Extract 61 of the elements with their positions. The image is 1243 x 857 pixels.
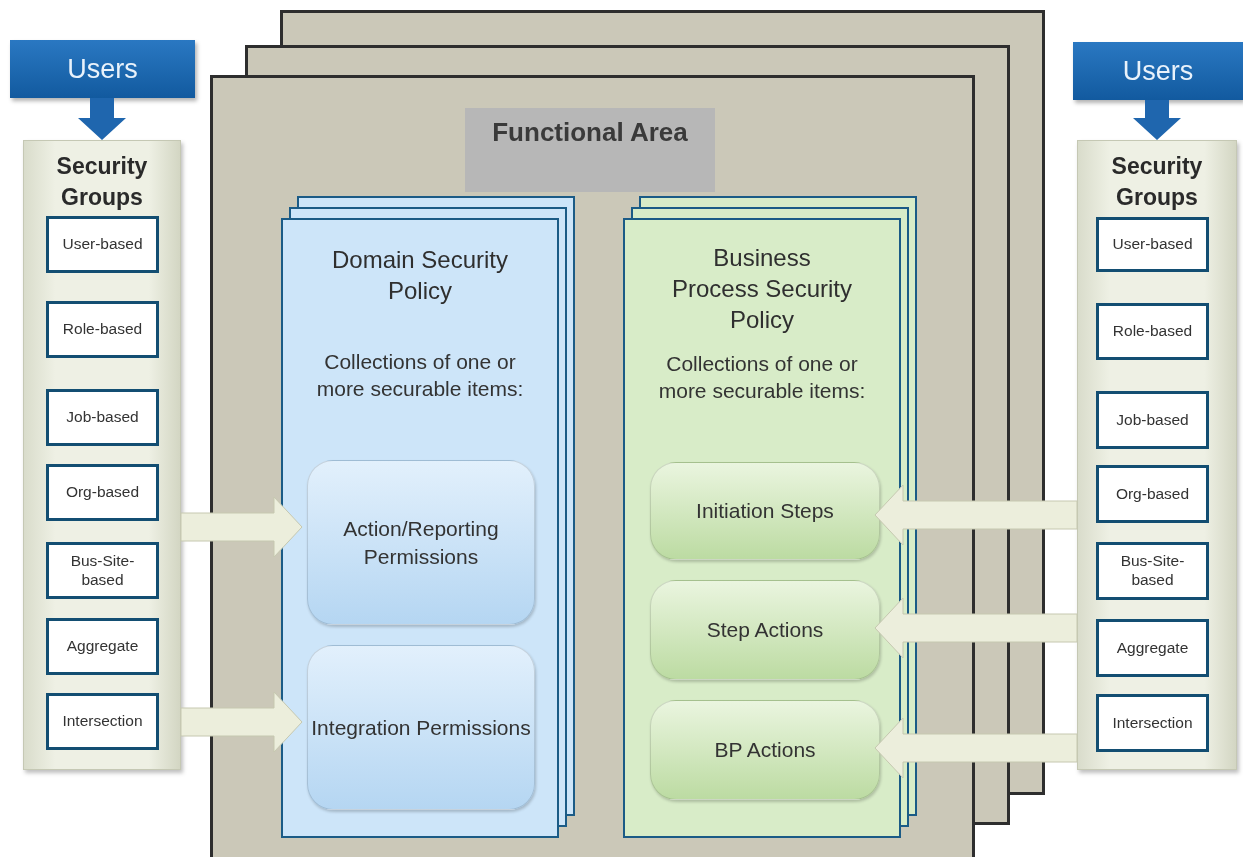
policy-description: Collections of one or more securable items: — [315, 349, 525, 403]
group-type-label: Aggregate — [1115, 638, 1190, 658]
group-type-label: User-based — [61, 235, 144, 254]
panel-title: Security Groups — [1110, 152, 1204, 213]
users-banner — [10, 40, 195, 98]
group-type-label: Intersection — [1111, 713, 1194, 733]
group-type-box — [1096, 303, 1209, 360]
group-type-label: Role-based — [61, 320, 144, 339]
securable-item-box — [650, 700, 880, 800]
group-type-box — [1096, 391, 1209, 449]
panel-title: Security Groups — [55, 152, 149, 213]
policy-description: Collections of one or more securable items: — [657, 351, 867, 405]
group-type-box — [46, 542, 159, 599]
security-groups-panel — [23, 140, 181, 770]
group-type-box — [1096, 542, 1209, 600]
group-type-label: Aggregate — [65, 637, 140, 656]
group-type-box — [1096, 465, 1209, 523]
securable-item-box — [650, 462, 880, 560]
block-arrow — [874, 597, 1078, 659]
security-policy-panel — [281, 218, 559, 838]
securable-item-label: BP Actions — [714, 737, 816, 764]
securable-item-label: Step Actions — [706, 617, 824, 644]
securable-item-box — [650, 580, 880, 680]
group-type-label: Org-based — [64, 483, 141, 502]
securable-item-box — [307, 460, 535, 625]
block-arrow — [874, 717, 1078, 779]
functional-area-box — [210, 75, 975, 857]
functional-area-label: Functional Area — [465, 108, 715, 192]
group-type-box — [46, 464, 159, 521]
block-arrow — [874, 484, 1078, 546]
group-type-label: Role-based — [1111, 322, 1194, 341]
security-groups-panel — [1077, 140, 1237, 770]
policy-title: Domain Security Policy — [330, 245, 510, 307]
group-type-label: Intersection — [61, 712, 144, 731]
group-type-box — [46, 216, 159, 273]
block-arrow — [180, 691, 303, 753]
security-policy-panel — [623, 218, 901, 838]
banner-label: Users — [1122, 55, 1194, 87]
group-type-label: User-based — [1111, 235, 1194, 254]
securable-item-label: Action/Reporting Permissions — [342, 516, 500, 570]
group-type-box — [1096, 217, 1209, 272]
securable-item-box — [307, 645, 535, 810]
block-arrow — [180, 496, 303, 558]
group-type-label: Org-based — [1114, 484, 1191, 504]
securable-item-label: Integration Permissions — [311, 714, 531, 741]
group-type-label: Bus-Site-based — [69, 551, 136, 590]
users-banner — [1073, 42, 1243, 100]
block-arrow — [78, 98, 126, 140]
policy-title: Business Process Security Policy — [670, 243, 854, 336]
group-type-box — [1096, 694, 1209, 752]
group-type-box — [1096, 619, 1209, 677]
banner-label: Users — [67, 53, 138, 85]
group-type-box — [46, 389, 159, 446]
group-type-box — [46, 618, 159, 675]
securable-item-label: Initiation Steps — [696, 498, 834, 525]
group-type-label: Job-based — [1115, 410, 1190, 430]
group-type-label: Bus-Site-based — [1119, 552, 1186, 590]
group-type-box — [46, 693, 159, 750]
group-type-label: Job-based — [65, 408, 140, 427]
block-arrow — [1133, 100, 1181, 140]
group-type-box — [46, 301, 159, 358]
